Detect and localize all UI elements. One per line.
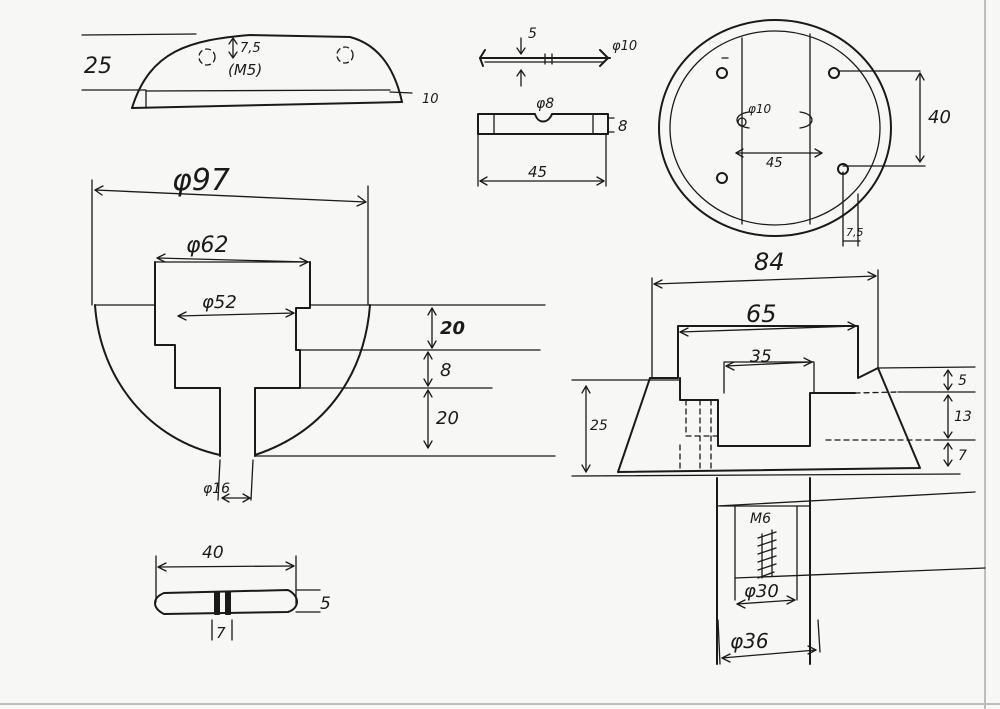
dim-m6: M6 (750, 511, 771, 527)
dim-phi36: φ36 (730, 629, 769, 653)
bar-view: φ8 8 45 (477, 96, 628, 187)
dim-phi30: φ30 (744, 581, 779, 602)
dim-phi62: φ62 (186, 233, 229, 258)
dim-45-bar: 45 (528, 163, 547, 181)
dim-7-bar: 7 (216, 624, 226, 642)
dim-5-pin: 5 (528, 26, 537, 42)
dim-7-5: 7,5 (240, 41, 261, 56)
dim-phi52: φ52 (202, 292, 237, 313)
dim-84: 84 (754, 248, 785, 276)
dim-7-cone: 7 (958, 448, 967, 464)
knob-section-view: φ97 φ62 φ52 20 8 20 φ16 (91, 163, 556, 503)
dim-40-plate: 40 (928, 107, 951, 128)
plate-top-view: φ10 45 40 7,5 (658, 19, 951, 247)
dim-8: 8 (618, 117, 628, 135)
cone-section-view: 84 65 35 25 5 13 7 (571, 248, 976, 477)
dim-25: 25 (84, 54, 112, 79)
dim-phi8: φ8 (536, 96, 554, 112)
dim-7-5-plate: 7,5 (846, 226, 864, 239)
dim-20a: 20 (440, 318, 465, 339)
dome-cap-view: 25 7,5 (M5) 10 (81, 33, 439, 109)
stem-view: M6 φ30 φ36 (716, 477, 986, 665)
dim-phi10-plate: φ10 (748, 102, 772, 116)
dim-20b: 20 (436, 408, 459, 429)
dim-5-bar: 5 (320, 594, 331, 614)
small-bar-view: 40 5 7 (154, 543, 331, 642)
dim-phi16: φ16 (203, 481, 230, 497)
dim-phi10-pin: φ10 (612, 39, 637, 54)
dim-45-plate: 45 (766, 156, 783, 171)
pin-view: 5 φ10 (479, 26, 637, 87)
dim-65: 65 (746, 300, 777, 328)
dim-8b: 8 (440, 360, 451, 381)
dim-40-bar: 40 (202, 543, 224, 563)
dim-13: 13 (954, 409, 972, 425)
dim-5-cone: 5 (958, 373, 967, 389)
dim-10: 10 (422, 92, 439, 107)
dim-25-cone: 25 (590, 418, 608, 434)
dim-phi97: φ97 (172, 163, 230, 198)
dim-35: 35 (750, 347, 772, 367)
dim-m5: (M5) (228, 61, 262, 79)
